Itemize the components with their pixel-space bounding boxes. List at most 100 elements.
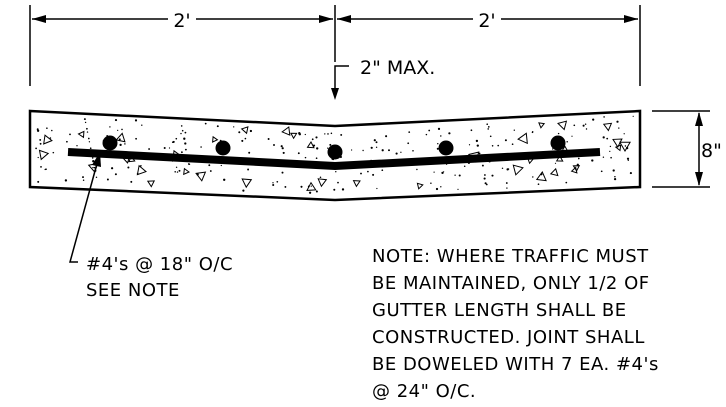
aggregate-dot [40,166,42,168]
aggregate-triangle [241,178,253,189]
aggregate-dot [124,143,126,145]
aggregate-dot [315,190,318,193]
aggregate-dot [86,127,88,130]
aggregate-dot [204,122,207,125]
aggregate-triangle [146,180,156,188]
aggregate-dot [440,135,442,137]
aggregate-dot [148,148,151,150]
aggregate-dot [284,185,287,188]
aggregate-dot [457,188,459,190]
aggregate-triangle [572,165,581,172]
aggregate-dot [609,145,612,148]
aggregate-dot [412,150,414,152]
aggregate-dot [92,166,94,169]
aggregate-dot [37,156,39,159]
aggregate-dot [582,124,585,127]
aggregate-dot [84,121,87,124]
aggregate-dot [506,168,509,171]
aggregate-dot [584,123,587,125]
aggregate-dot [273,144,275,146]
rebar-dot [550,135,566,151]
aggregate-dot [200,146,202,148]
aggregate-triangle [317,178,328,188]
aggregate-dot [184,148,187,151]
width-dimension: 2' 2' [29,5,641,86]
aggregate-dot [315,157,318,160]
aggregate-dot [216,125,219,128]
aggregate-dot [130,180,133,183]
thickness-label: 8" [701,140,722,162]
aggregate-dot [82,179,85,182]
aggregate-dot [117,129,119,131]
aggregate-dot [376,187,378,190]
aggregate-dot [603,116,605,118]
aggregate-dot [174,171,176,173]
aggregate-dot [64,179,68,182]
aggregate-dot [247,168,250,171]
aggregate-dot [330,132,333,135]
aggregate-dot [454,174,456,176]
aggregate-dot [407,142,410,145]
aggregate-dot [551,148,554,150]
aggregate-dot [489,135,492,138]
aggregate-dot [613,177,617,181]
aggregate-dot [340,133,343,136]
aggregate-dot [83,118,86,121]
aggregate-dot [504,139,507,142]
aggregate-dot [437,127,441,131]
aggregate-dot [337,181,339,184]
aggregate-dot [367,170,369,173]
aggregate-dot [119,143,122,147]
aggregate-triangle [535,171,547,182]
rebar-dot [438,140,454,156]
aggregate-dot [341,188,345,191]
rebar-dot [102,135,118,151]
aggregate-dot [333,188,336,191]
aggregate-dot [184,131,187,134]
aggregate-dot [95,176,98,179]
aggregate-dot [178,169,181,172]
aggregate-dot [433,171,435,173]
aggregate-dot [304,133,306,136]
depression-dimension: 2" MAX. [331,57,435,100]
aggregate-triangle [136,164,147,176]
aggregate-triangle [614,144,622,152]
aggregate-dot [624,145,627,147]
aggregate-dot [140,165,142,167]
aggregate-dot [272,182,274,184]
aggregate-triangle [290,132,298,140]
rebar-leader [69,152,101,263]
aggregate-dot [49,137,52,139]
right-width-label: 2' [478,10,495,32]
aggregate-dot [513,129,515,131]
note-line: CONSTRUCTED. JOINT SHALL [372,327,645,348]
aggregate-dot [360,172,362,175]
aggregate-dot [629,172,632,175]
depression-label: 2" MAX. [360,57,435,79]
aggregate-triangle [77,130,85,139]
aggregate-dot [69,133,71,136]
rebar-callout-line2: SEE NOTE [86,280,180,301]
aggregate-dot [121,128,123,131]
aggregate-dot [375,146,378,148]
reinforcing-mat-bar [67,148,601,171]
aggregate-dot [267,138,270,140]
aggregate-dot [171,141,174,144]
aggregate-triangle [195,171,207,182]
aggregate-dot [430,182,432,184]
aggregate-dot [626,157,630,160]
aggregate-dot [362,149,364,152]
aggregate-dot [315,136,318,139]
aggregate-dot [248,151,251,154]
aggregate-dot [335,171,337,173]
aggregate-dot [436,147,439,150]
aggregate-dot [209,170,212,172]
aggregate-dot [233,126,235,128]
aggregate-triangle [352,180,361,188]
aggregate-dot [350,149,353,151]
aggregate-dot [127,166,130,169]
aggregate-dot [468,144,471,146]
aggregate-dot [531,131,534,134]
aggregate-dot [180,125,183,127]
